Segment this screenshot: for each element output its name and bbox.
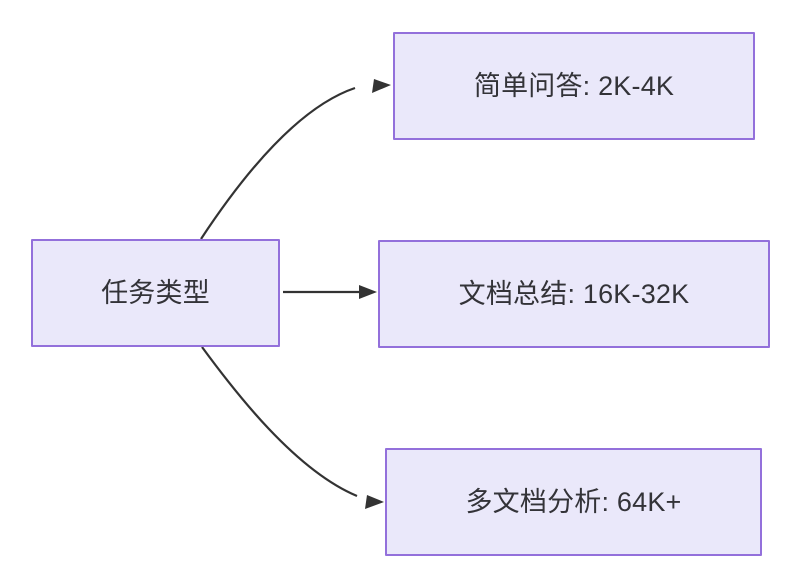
- edge-task-to-multi-doc-arrowhead: [365, 495, 384, 509]
- node-simple-qa-label: 简单问答: 2K-4K: [473, 70, 675, 101]
- node-simple-qa[interactable]: 简单问答: 2K-4K: [393, 32, 755, 140]
- edge-task-to-simple-qa-arrowhead: [372, 79, 391, 93]
- node-multi-doc-label: 多文档分析: 64K+: [465, 486, 682, 517]
- edge-task-to-simple-qa-line: [200, 86, 356, 240]
- node-doc-summary[interactable]: 文档总结: 16K-32K: [378, 240, 770, 348]
- node-task-type[interactable]: 任务类型: [31, 239, 280, 347]
- node-multi-doc[interactable]: 多文档分析: 64K+: [385, 448, 762, 556]
- edge-task-to-multi-doc-line: [201, 346, 358, 498]
- node-doc-summary-label: 文档总结: 16K-32K: [458, 278, 690, 309]
- edge-task-to-doc-summary-arrowhead: [359, 285, 377, 299]
- node-task-type-label: 任务类型: [101, 277, 210, 308]
